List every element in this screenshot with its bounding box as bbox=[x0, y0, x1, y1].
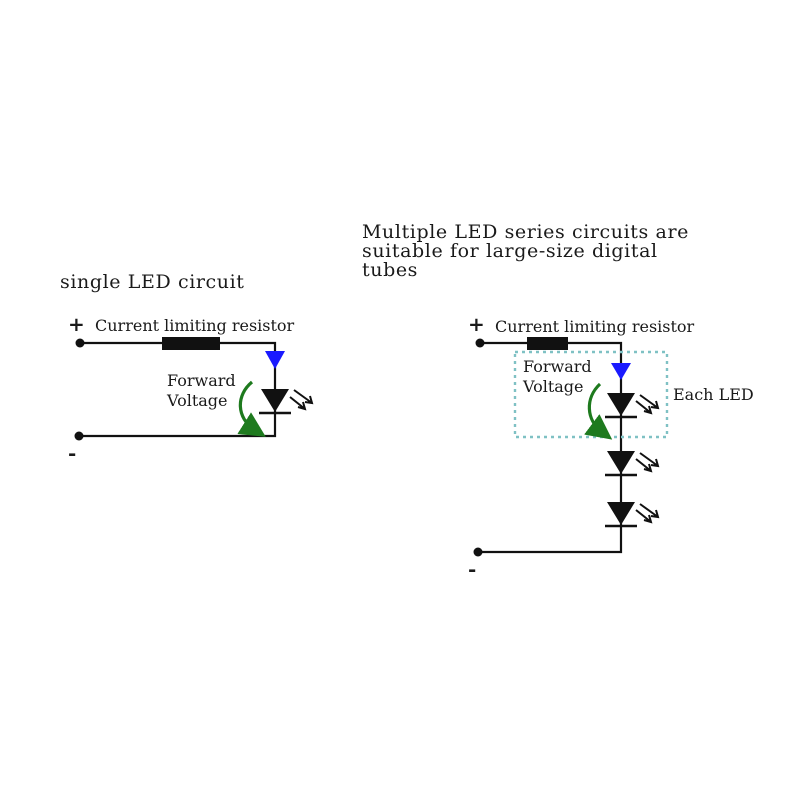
right-current-arrow-icon bbox=[611, 363, 631, 380]
left-voltage-label: Voltage bbox=[166, 391, 228, 410]
right-circuit-wire bbox=[478, 341, 623, 554]
right-minus-sign: - bbox=[468, 557, 476, 581]
right-led-1-icon bbox=[605, 393, 660, 419]
right-positive-terminal bbox=[475, 338, 485, 348]
left-negative-terminal bbox=[74, 431, 84, 441]
left-minus-sign: - bbox=[68, 441, 76, 465]
right-led-2-icon bbox=[605, 451, 660, 477]
multi-led-title-line1: Multiple LED series circuits are bbox=[362, 221, 689, 243]
left-positive-terminal bbox=[75, 338, 85, 348]
left-resistor-label: Current limiting resistor bbox=[95, 316, 295, 335]
multi-led-title-line2: suitable for large-size digital bbox=[362, 240, 658, 262]
multi-led-circuit: Multiple LED series circuits are suitabl… bbox=[362, 221, 754, 581]
right-resistor bbox=[527, 337, 568, 350]
right-led-3-icon bbox=[605, 502, 660, 528]
single-led-title: single LED circuit bbox=[60, 271, 245, 293]
left-forward-voltage-arrow-icon bbox=[237, 380, 266, 437]
right-forward-label: Forward bbox=[523, 357, 592, 376]
each-led-label: Each LED bbox=[673, 385, 754, 404]
right-voltage-label: Voltage bbox=[522, 377, 584, 396]
left-led-icon bbox=[259, 389, 314, 415]
left-current-arrow-icon bbox=[265, 351, 285, 369]
right-negative-terminal bbox=[473, 547, 483, 557]
right-forward-voltage-arrow-icon bbox=[584, 382, 613, 440]
left-forward-label: Forward bbox=[167, 371, 236, 390]
left-resistor bbox=[162, 337, 220, 350]
right-resistor-label: Current limiting resistor bbox=[495, 317, 695, 336]
multi-led-title-line3: tubes bbox=[362, 259, 418, 281]
single-led-circuit: single LED circuit + Current limiting re… bbox=[60, 271, 314, 465]
right-plus-sign: + bbox=[468, 312, 485, 336]
left-plus-sign: + bbox=[68, 312, 85, 336]
